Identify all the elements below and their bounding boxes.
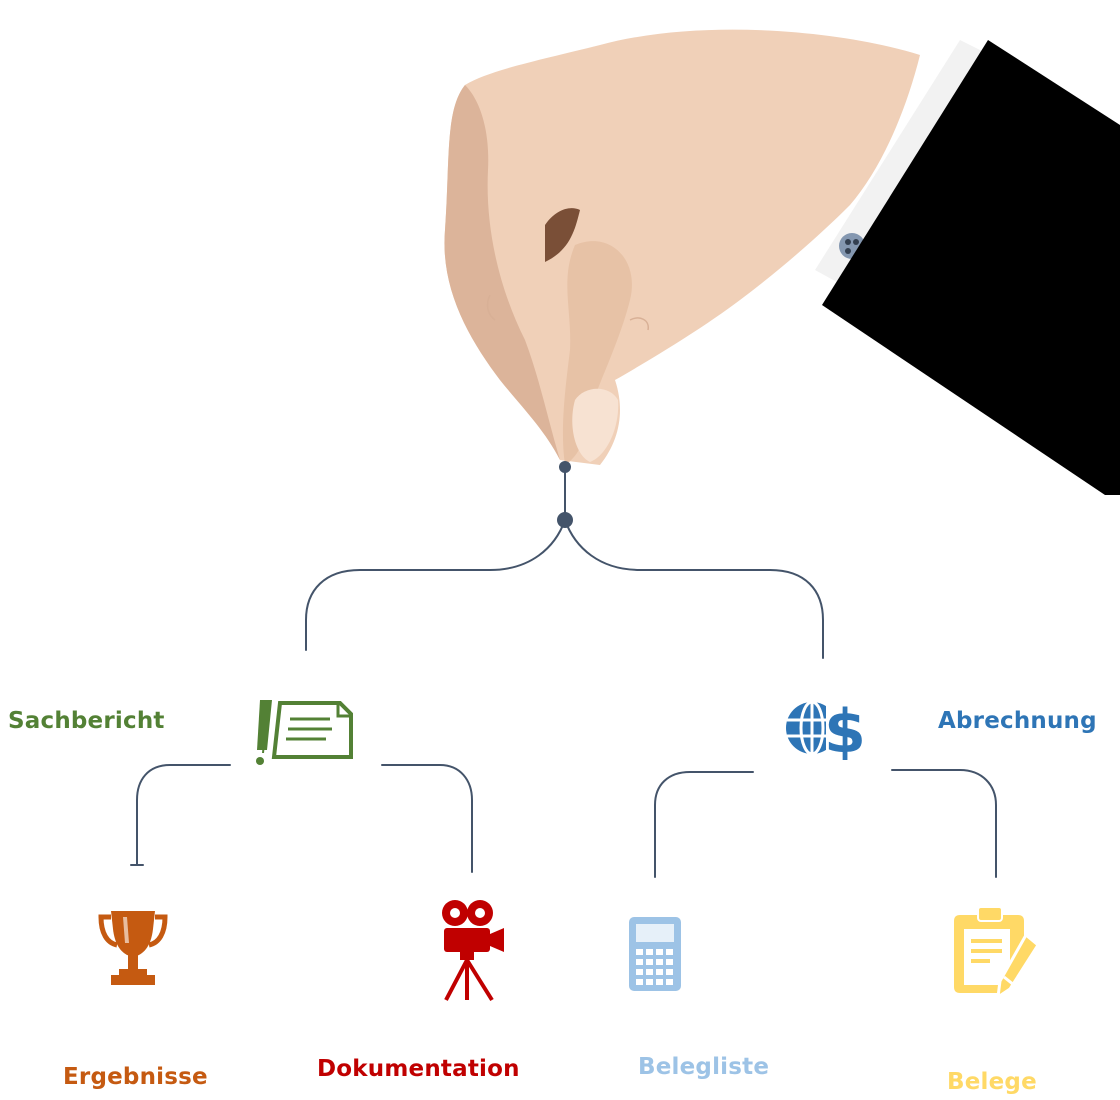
label-abrechnung: Abrechnung bbox=[938, 708, 1097, 734]
root-left-branch bbox=[305, 519, 566, 651]
label-belegliste: Belegliste bbox=[638, 1054, 770, 1080]
connector-lines bbox=[130, 466, 997, 878]
abrechnung-right-line bbox=[891, 769, 997, 878]
sachbericht-right-line bbox=[381, 764, 473, 873]
movie-camera-icon bbox=[442, 900, 504, 1002]
abrechnung-left-line bbox=[654, 771, 754, 878]
root-node bbox=[557, 512, 573, 528]
label-sachbericht: Sachbericht bbox=[8, 708, 165, 734]
suit-sleeve bbox=[822, 40, 1120, 495]
calculator-icon bbox=[629, 917, 681, 991]
document-edit-icon bbox=[954, 906, 1040, 1001]
globe-dollar-icon: $ bbox=[786, 696, 866, 760]
svg-text:$: $ bbox=[824, 697, 866, 760]
label-belege: Belege bbox=[947, 1069, 1037, 1095]
label-dokumentation: Dokumentation bbox=[317, 1056, 520, 1082]
trophy-icon bbox=[98, 911, 168, 985]
contract-pen-icon bbox=[256, 700, 353, 765]
root-right-branch bbox=[564, 519, 824, 659]
sachbericht-left-line bbox=[136, 764, 231, 866]
string-top-knot bbox=[559, 461, 571, 473]
hand-holding-string-icon bbox=[444, 29, 1120, 495]
label-ergebnisse: Ergebnisse bbox=[63, 1064, 208, 1090]
